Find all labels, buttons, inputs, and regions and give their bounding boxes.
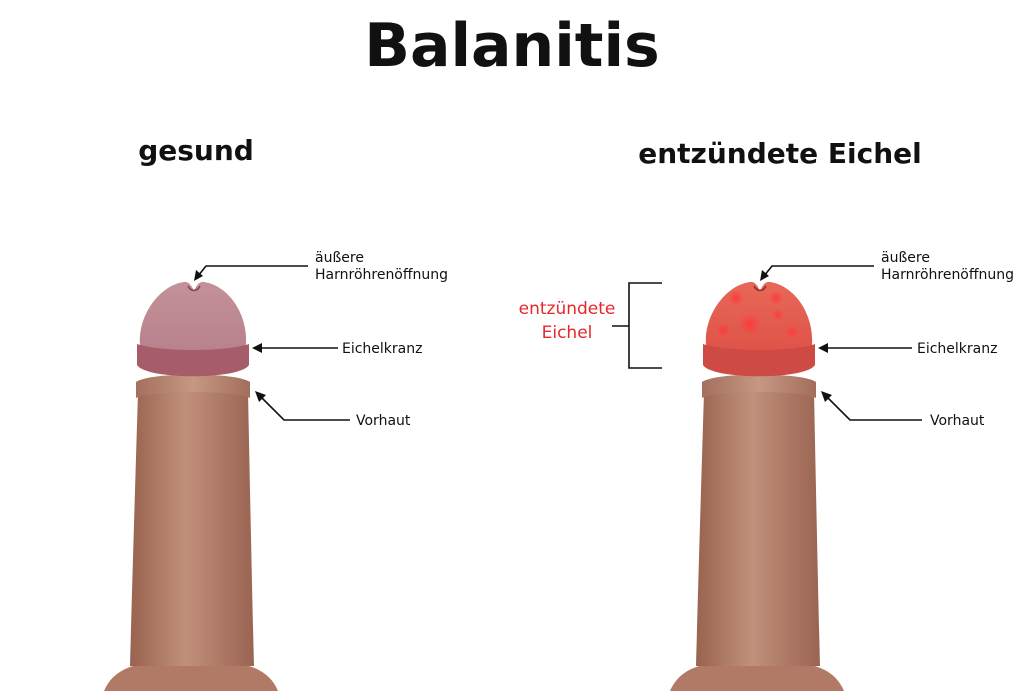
- inflamed-foreskin-label: Vorhaut: [930, 413, 985, 429]
- page-title: Balanitis: [364, 11, 660, 81]
- inflamed-corona-band: [703, 344, 815, 377]
- healthy-foreskin: [136, 374, 250, 398]
- inflamed-base: [670, 662, 844, 691]
- healthy-annotations: äußere Harnröhrenöffnung Eichelkranz Vor…: [194, 250, 448, 429]
- inflamed-annotations: äußere Harnröhrenöffnung Eichelkranz Vor…: [760, 250, 1014, 429]
- healthy-figure: [104, 281, 278, 691]
- inflamed-corona-label: Eichelkranz: [917, 341, 997, 357]
- inflamed-meatus-label-2: Harnröhrenöffnung: [881, 267, 1014, 283]
- inflamed-foreskin: [702, 374, 816, 398]
- inflammation-spot: [716, 323, 730, 337]
- healthy-base: [104, 662, 278, 691]
- inflamed-shaft: [696, 392, 820, 666]
- inflamed-meatus: [753, 285, 767, 292]
- heading-inflamed: entzündete Eichel: [638, 137, 921, 170]
- healthy-foreskin-label: Vorhaut: [356, 413, 411, 429]
- inflammation-spot: [785, 325, 799, 339]
- inflamed-bracket: entzündete Eichel: [519, 282, 662, 369]
- healthy-meatus-label-2: Harnröhrenöffnung: [315, 267, 448, 283]
- inflammation-spot: [739, 313, 761, 335]
- inflamed-glans-label-1: entzündete: [519, 299, 616, 319]
- inflammation-spot: [772, 309, 784, 321]
- healthy-corona-band: [137, 344, 249, 377]
- healthy-corona-label: Eichelkranz: [342, 341, 422, 357]
- inflammation-spot: [728, 290, 744, 306]
- healthy-meatus-label-1: äußere: [315, 250, 364, 266]
- heading-healthy: gesund: [138, 134, 254, 167]
- inflamed-figure: [670, 281, 844, 691]
- inflammation-spot: [769, 291, 783, 305]
- healthy-shaft: [130, 392, 254, 666]
- inflamed-glans-label-2: Eichel: [542, 323, 593, 343]
- healthy-meatus: [187, 285, 201, 292]
- inflamed-meatus-label-1: äußere: [881, 250, 930, 266]
